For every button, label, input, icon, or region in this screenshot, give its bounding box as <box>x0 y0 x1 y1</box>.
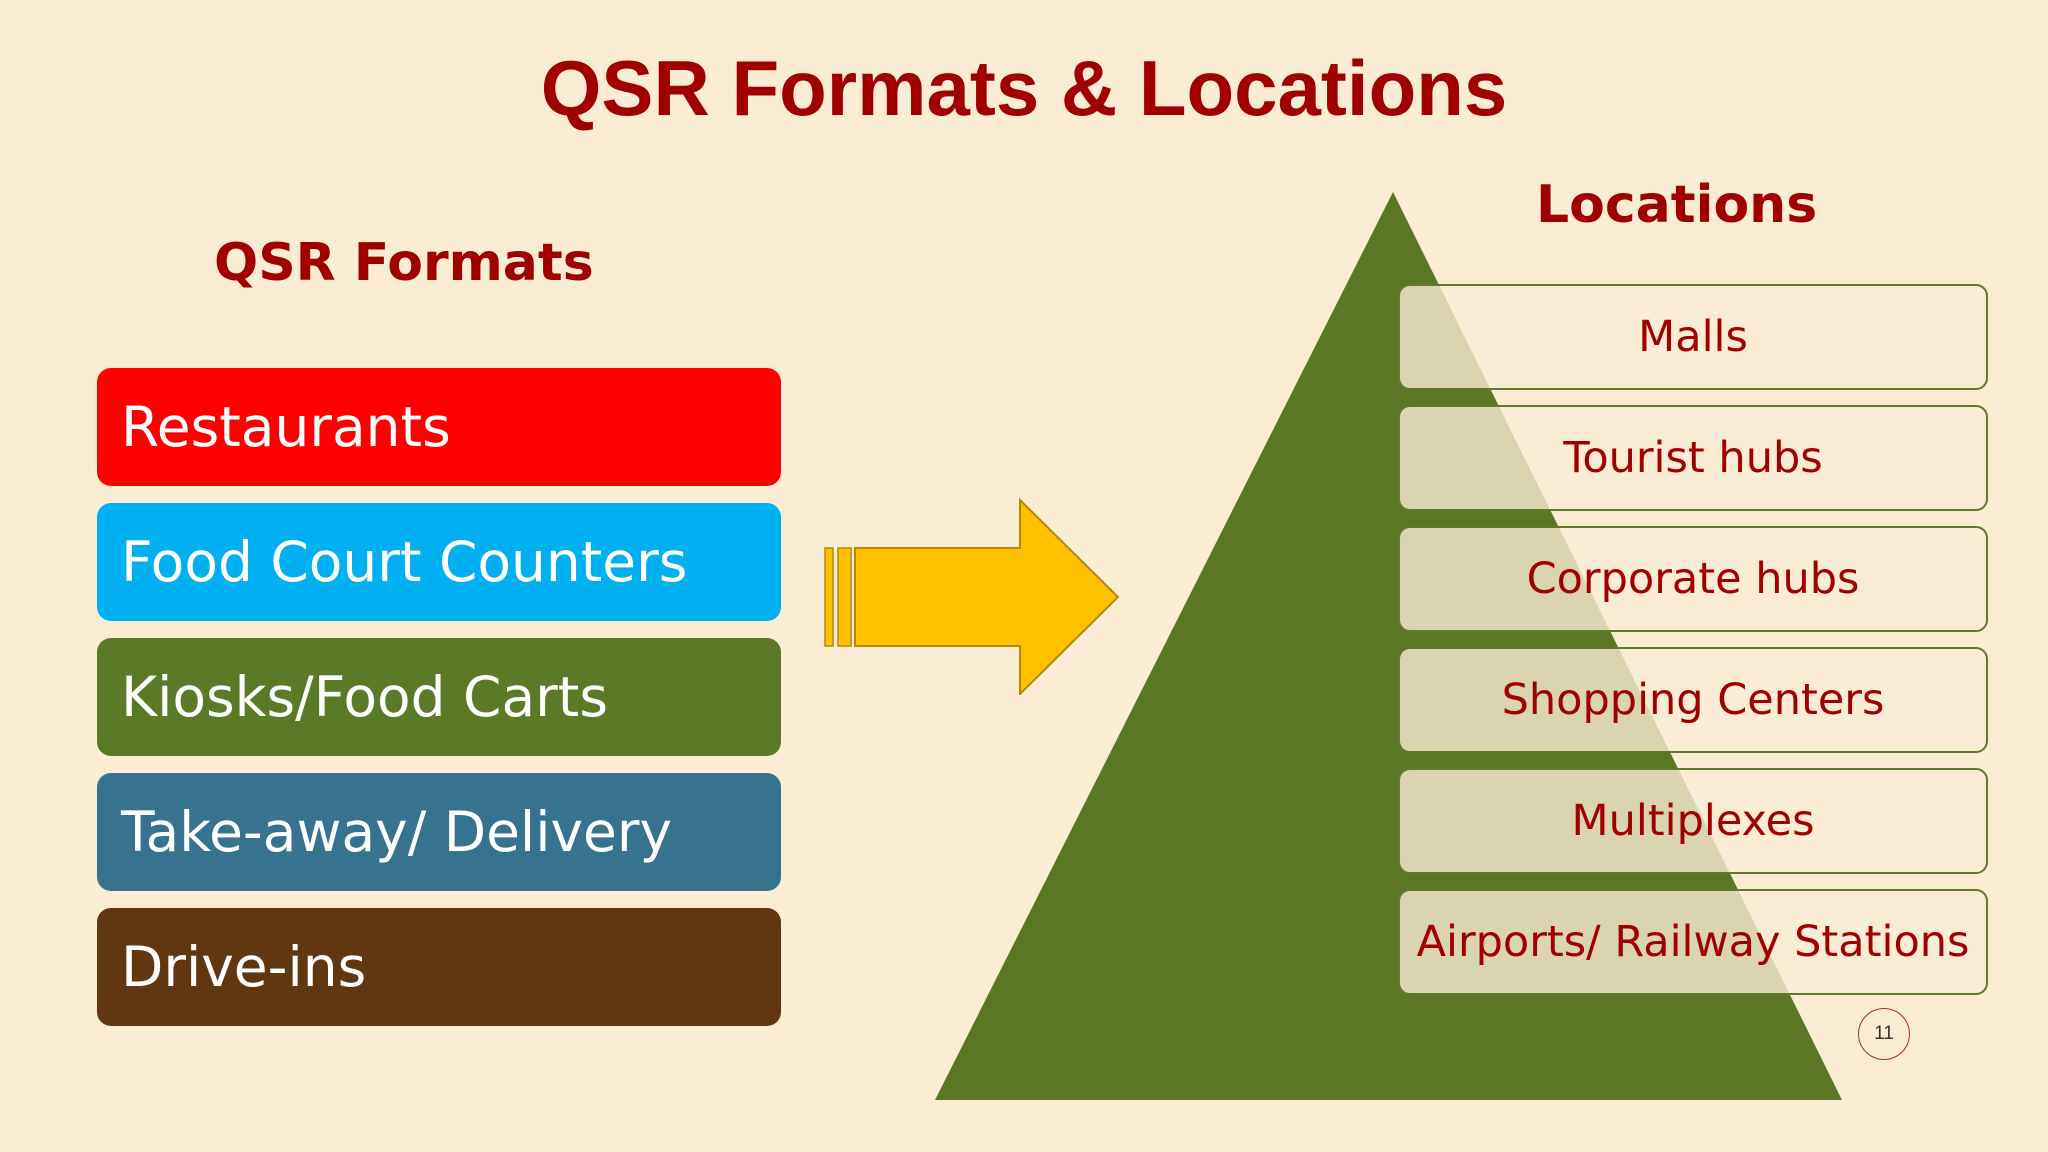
right-arrow-icon <box>824 497 1120 695</box>
page-title: QSR Formats & Locations <box>540 44 1508 132</box>
format-item-kiosks-food-carts: Kiosks/Food Carts <box>97 638 781 756</box>
format-item-label: Restaurants <box>121 395 451 459</box>
page-number: 11 <box>1858 1008 1910 1060</box>
location-item-airports-railway-stations: Airports/ Railway Stations <box>1398 889 1988 995</box>
location-item-label: Malls <box>1638 312 1748 362</box>
location-list: Malls Tourist hubs Corporate hubs Shoppi… <box>1398 284 1988 995</box>
formats-heading: QSR Formats <box>214 233 594 293</box>
locations-heading: Locations <box>1536 175 1818 235</box>
location-item-label: Tourist hubs <box>1563 433 1823 483</box>
location-item-multiplexes: Multiplexes <box>1398 768 1988 874</box>
location-item-corporate-hubs: Corporate hubs <box>1398 526 1988 632</box>
format-item-restaurants: Restaurants <box>97 368 781 486</box>
location-item-label: Airports/ Railway Stations <box>1416 917 1970 967</box>
location-item-malls: Malls <box>1398 284 1988 390</box>
format-item-drive-ins: Drive-ins <box>97 908 781 1026</box>
format-list: Restaurants Food Court Counters Kiosks/F… <box>97 368 781 1026</box>
format-item-label: Food Court Counters <box>121 530 688 594</box>
arrow-stripe-1 <box>824 547 834 647</box>
format-item-label: Take-away/ Delivery <box>121 800 673 864</box>
location-item-label: Multiplexes <box>1571 796 1815 846</box>
format-item-label: Drive-ins <box>121 935 367 999</box>
format-item-label: Kiosks/Food Carts <box>121 665 608 729</box>
format-item-take-away-delivery: Take-away/ Delivery <box>97 773 781 891</box>
arrow-stripe-2 <box>837 547 852 647</box>
location-item-tourist-hubs: Tourist hubs <box>1398 405 1988 511</box>
arrow-body <box>854 497 1120 695</box>
location-item-label: Corporate hubs <box>1526 554 1860 604</box>
location-item-label: Shopping Centers <box>1501 675 1885 725</box>
location-item-shopping-centers: Shopping Centers <box>1398 647 1988 753</box>
format-item-food-court-counters: Food Court Counters <box>97 503 781 621</box>
